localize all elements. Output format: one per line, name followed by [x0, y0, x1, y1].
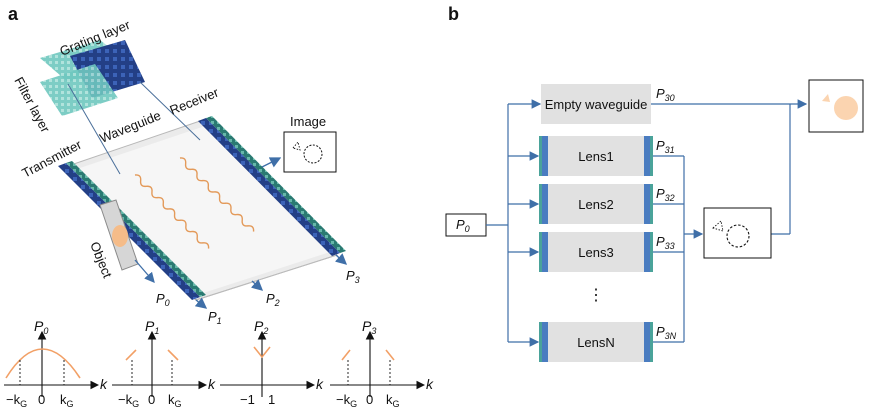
lens-box-2: Lens2: [539, 184, 653, 224]
empty-waveguide-box: Empty waveguide: [541, 84, 651, 124]
svg-text:P0: P0: [456, 217, 470, 234]
port-p0-label: P0: [156, 291, 170, 308]
plot-p3-xlabel: k: [426, 376, 434, 392]
plot-p1-xlabel: k: [208, 376, 216, 392]
port-p3-label: P3: [346, 268, 360, 285]
lens-box-n: LensN: [539, 322, 653, 362]
plot-p0-xlabel: k: [100, 376, 108, 392]
plot-p1-tick-neg: −kG: [118, 392, 139, 409]
output-p32-label: P32: [656, 186, 675, 203]
receiver-strip: [198, 116, 346, 256]
output-p33-label: P33: [656, 234, 675, 251]
panel-b-letter: b: [448, 4, 459, 24]
plot-p0-tick-zero: 0: [38, 392, 45, 407]
lens-ellipsis: ⋮: [588, 287, 604, 304]
image-box: [283, 131, 337, 173]
object-label: Object: [87, 240, 115, 281]
object-image-box: [808, 79, 864, 133]
combined-image-box: [703, 207, 772, 259]
lens-box-3: Lens3: [539, 232, 653, 272]
plot-p0-tick-neg: −kG: [6, 392, 27, 409]
plot-p1-tick-zero: 0: [148, 392, 155, 407]
plot-p3-tick-neg: −kG: [336, 392, 357, 409]
input-p0-box: P0: [445, 213, 487, 237]
plot-p2-xlabel: k: [316, 376, 324, 392]
svg-text:LensN: LensN: [577, 335, 615, 350]
plot-p1-ylabel: P1: [145, 318, 159, 336]
plot-p0-tick-pos: kG: [60, 392, 74, 409]
grating-filter-stack: [40, 40, 201, 175]
plot-p2-tick-pos: 1: [268, 392, 275, 407]
wave-signal-2: [179, 157, 255, 232]
plot-p0-ylabel: P0: [34, 318, 48, 336]
output-p31-label: P31: [656, 138, 675, 155]
lens-box-1: Lens1: [539, 136, 653, 176]
object-screen: [99, 199, 155, 283]
plot-p2-tick-neg: −1: [240, 392, 255, 407]
spectrum-plot-p1: P1 k −kG 0 kG: [112, 318, 216, 409]
plot-p3-tick-zero: 0: [366, 392, 373, 407]
svg-text:Lens1: Lens1: [578, 149, 613, 164]
plot-p3-ylabel: P3: [362, 318, 376, 336]
image-label: Image: [290, 114, 326, 129]
output-p30-label: P30: [656, 86, 675, 103]
output-arrows: [194, 157, 348, 309]
receiver-label: Receiver: [168, 84, 222, 117]
spectrum-plot-p2: P2 k −1 1: [220, 318, 324, 407]
port-p2-label: P2: [266, 291, 280, 308]
output-combiner: [651, 99, 808, 343]
plot-p2-ylabel: P2: [254, 318, 268, 336]
plot-p3-tick-pos: kG: [386, 392, 400, 409]
panel-a-letter: a: [8, 4, 19, 24]
wave-signal-1: [134, 174, 210, 249]
output-p3n-label: P3N: [656, 324, 677, 341]
spectrum-plot-p0: P0 k −kG 0 kG: [4, 318, 108, 409]
svg-text:Lens3: Lens3: [578, 245, 613, 260]
plot-p1-tick-pos: kG: [168, 392, 182, 409]
svg-text:Empty waveguide: Empty waveguide: [545, 97, 648, 112]
svg-text:Lens2: Lens2: [578, 197, 613, 212]
input-branches: [486, 99, 542, 347]
port-p1-label: P1: [208, 309, 222, 326]
spectrum-plot-p3: P3 k −kG 0 kG: [330, 318, 434, 409]
transmitter-strip: [58, 161, 206, 300]
